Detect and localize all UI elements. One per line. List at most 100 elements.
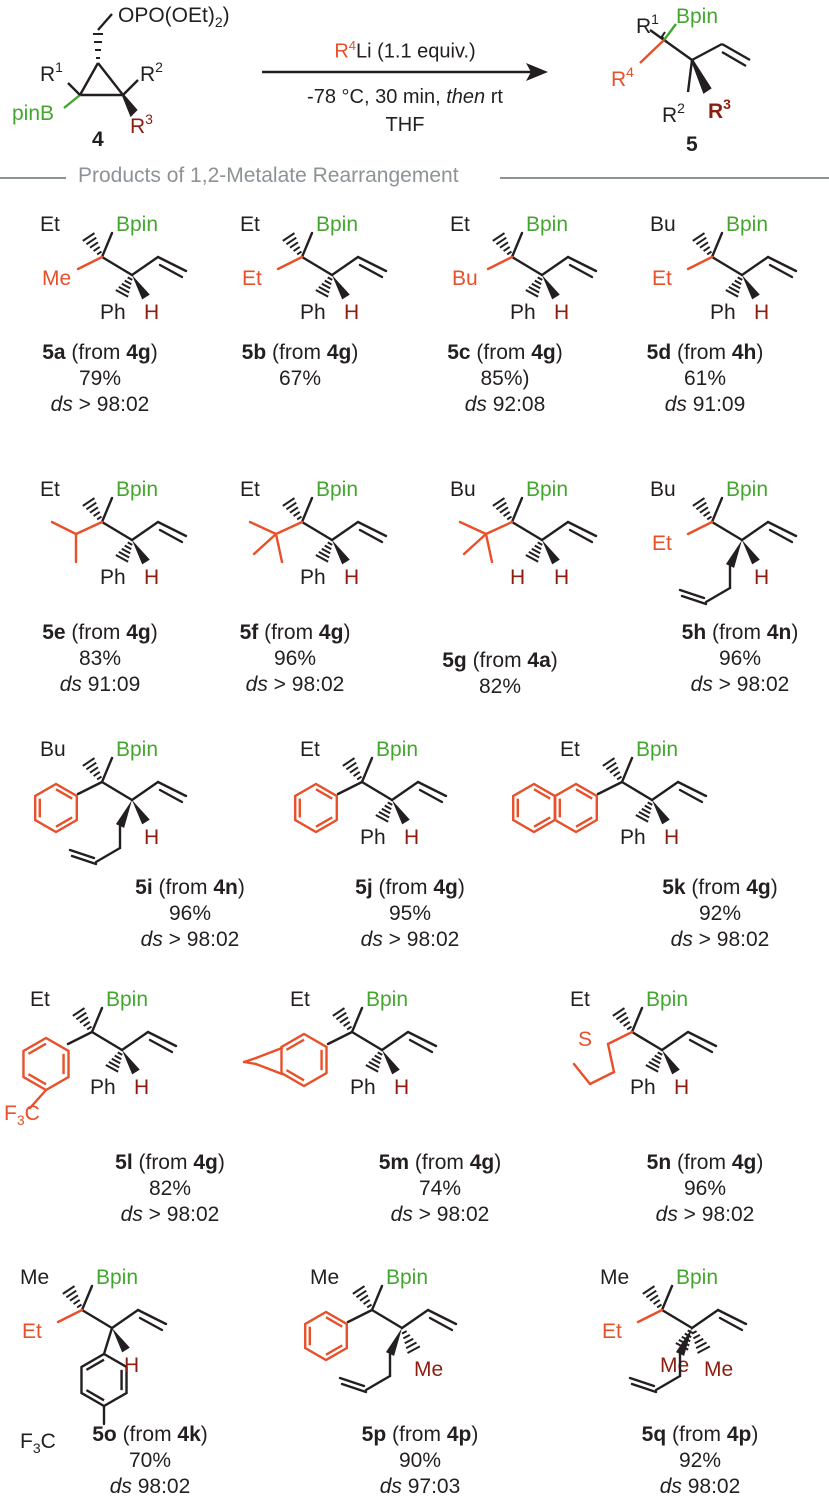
r4-label-5c: Bu — [452, 267, 478, 290]
sulfur-label-5n: S — [578, 1028, 592, 1051]
top-substituent-5q: Me — [600, 1266, 629, 1289]
caption-line-id: 5m (from 4g) — [378, 1151, 502, 1174]
compound-5-label: 5 — [686, 133, 698, 156]
caption-ds: ds > 98:02 — [140, 928, 240, 951]
h-label-5a: H — [144, 301, 159, 324]
r3-label-5n: Ph — [630, 1076, 656, 1099]
product-r2-label: R2 — [662, 100, 685, 127]
caption-5b: 5b (from 4g) 67% — [190, 340, 410, 392]
r3-label-5e: Ph — [100, 566, 126, 589]
h-label-5o: H — [124, 1354, 139, 1377]
bpin-label-5j: Bpin — [376, 738, 418, 761]
top-substituent-5p: Me — [310, 1266, 339, 1289]
r4-label-5q: Et — [602, 1320, 622, 1343]
bpin-label-5d: Bpin — [726, 213, 768, 236]
bpin-label-5p: Bpin — [386, 1266, 428, 1289]
caption-ds: ds 91:09 — [59, 673, 141, 696]
starting-material-4 — [63, 13, 139, 118]
top-substituent-5m: Et — [290, 988, 310, 1011]
r1-label: R1 — [40, 59, 63, 86]
caption-5n: 5n (from 4g)96%ds > 98:02 — [595, 1150, 815, 1228]
top-substituent-5i: Bu — [40, 738, 66, 761]
caption-line-id: 5p (from 4p) — [361, 1423, 479, 1446]
r4-label-5d: Et — [652, 267, 672, 290]
bpin-label-5f: Bpin — [316, 478, 358, 501]
product-5-structure — [639, 23, 751, 94]
r3-label-5f: Ph — [300, 566, 326, 589]
h-label-5i: H — [144, 826, 159, 849]
caption-5l: 5l (from 4g)82%ds > 98:02 — [60, 1150, 280, 1228]
caption-5c: 5c (from 4g)85%)ds 92:08 — [395, 340, 615, 418]
caption-yield: 96% — [683, 1177, 727, 1200]
cf3-label-5l: F3C — [4, 1102, 40, 1128]
caption-ds: ds 97:03 — [379, 1475, 461, 1498]
bpin-label-5n: Bpin — [646, 988, 688, 1011]
top-substituent-5f: Et — [240, 478, 260, 501]
r3-label-5q: Me — [660, 1354, 689, 1377]
h-label-5d: H — [754, 301, 769, 324]
caption-yield: 74% — [418, 1177, 462, 1200]
top-substituent-5l: Et — [30, 988, 50, 1011]
top-substituent-5j: Et — [300, 738, 320, 761]
caption-line-id: 5l (from 4g) — [115, 1151, 225, 1174]
phosphate-group: OPO(OEt)2) — [118, 4, 230, 30]
top-substituent-5b: Et — [240, 213, 260, 236]
bpin-label-5e: Bpin — [116, 478, 158, 501]
conditions-text: -78 °C, 30 min, then rt — [307, 86, 503, 108]
caption-ds: ds > 98:02 — [390, 1203, 490, 1226]
caption-ds: ds > 98:02 — [50, 393, 150, 416]
r3-label-5m: Ph — [350, 1076, 376, 1099]
r3-label-5g: H — [510, 566, 525, 589]
caption-yield: 92% — [698, 902, 742, 925]
caption-yield: 83% — [78, 647, 122, 670]
caption-line-id: 5g (from 4a) — [442, 649, 558, 672]
caption-line-id: 5n (from 4g) — [646, 1151, 764, 1174]
caption-line-id: 5a (from 4g) — [42, 341, 158, 364]
r3-label-5l: Ph — [90, 1076, 116, 1099]
h-label-5b: H — [344, 301, 359, 324]
r3-label-5c: Ph — [510, 301, 536, 324]
r3-label-5k: Ph — [620, 826, 646, 849]
bpin-label-5g: Bpin — [526, 478, 568, 501]
caption-line-id: 5q (from 4p) — [641, 1423, 759, 1446]
caption-ds: ds 91:09 — [664, 393, 746, 416]
product-r3-label: R3 — [708, 96, 731, 123]
h-label-5l: H — [134, 1076, 149, 1099]
bpin-label-5i: Bpin — [116, 738, 158, 761]
caption-ds: ds > 98:02 — [245, 673, 345, 696]
top-substituent-5c: Et — [450, 213, 470, 236]
caption-5k: 5k (from 4g)92%ds > 98:02 — [610, 875, 829, 953]
r4-label-5o: Et — [22, 1320, 42, 1343]
top-substituent-5h: Bu — [650, 478, 676, 501]
caption-5q: 5q (from 4p)92%ds 98:02 — [590, 1422, 810, 1500]
h-label-5m: H — [394, 1076, 409, 1099]
caption-yield: 67% — [278, 367, 322, 390]
caption-line-id: 5i (from 4n) — [135, 876, 245, 899]
top-substituent-5n: Et — [570, 988, 590, 1011]
h-label-5e: H — [144, 566, 159, 589]
bpin-label-5o: Bpin — [96, 1266, 138, 1289]
bpin-label-5a: Bpin — [116, 213, 158, 236]
caption-5a: 5a (from 4g)79%ds > 98:02 — [0, 340, 210, 418]
top-substituent-5e: Et — [40, 478, 60, 501]
caption-5i: 5i (from 4n)96%ds > 98:02 — [80, 875, 300, 953]
section-title: Products of 1,2-Metalate Rearrangement — [0, 164, 829, 192]
caption-yield: 92% — [678, 1449, 722, 1472]
h-label-5h: H — [754, 566, 769, 589]
caption-line-id: 5b (from 4g) — [241, 341, 359, 364]
caption-5p: 5p (from 4p) 90% ds 97:03 — [310, 1422, 530, 1500]
caption-5d: 5d (from 4h)61%ds 91:09 — [595, 340, 815, 418]
caption-yield: 90% — [398, 1449, 442, 1472]
caption-yield: 70% — [128, 1449, 172, 1472]
r4-label-5h: Et — [652, 532, 672, 555]
h-label-5c: H — [554, 301, 569, 324]
solvent-text: THF — [385, 114, 425, 136]
